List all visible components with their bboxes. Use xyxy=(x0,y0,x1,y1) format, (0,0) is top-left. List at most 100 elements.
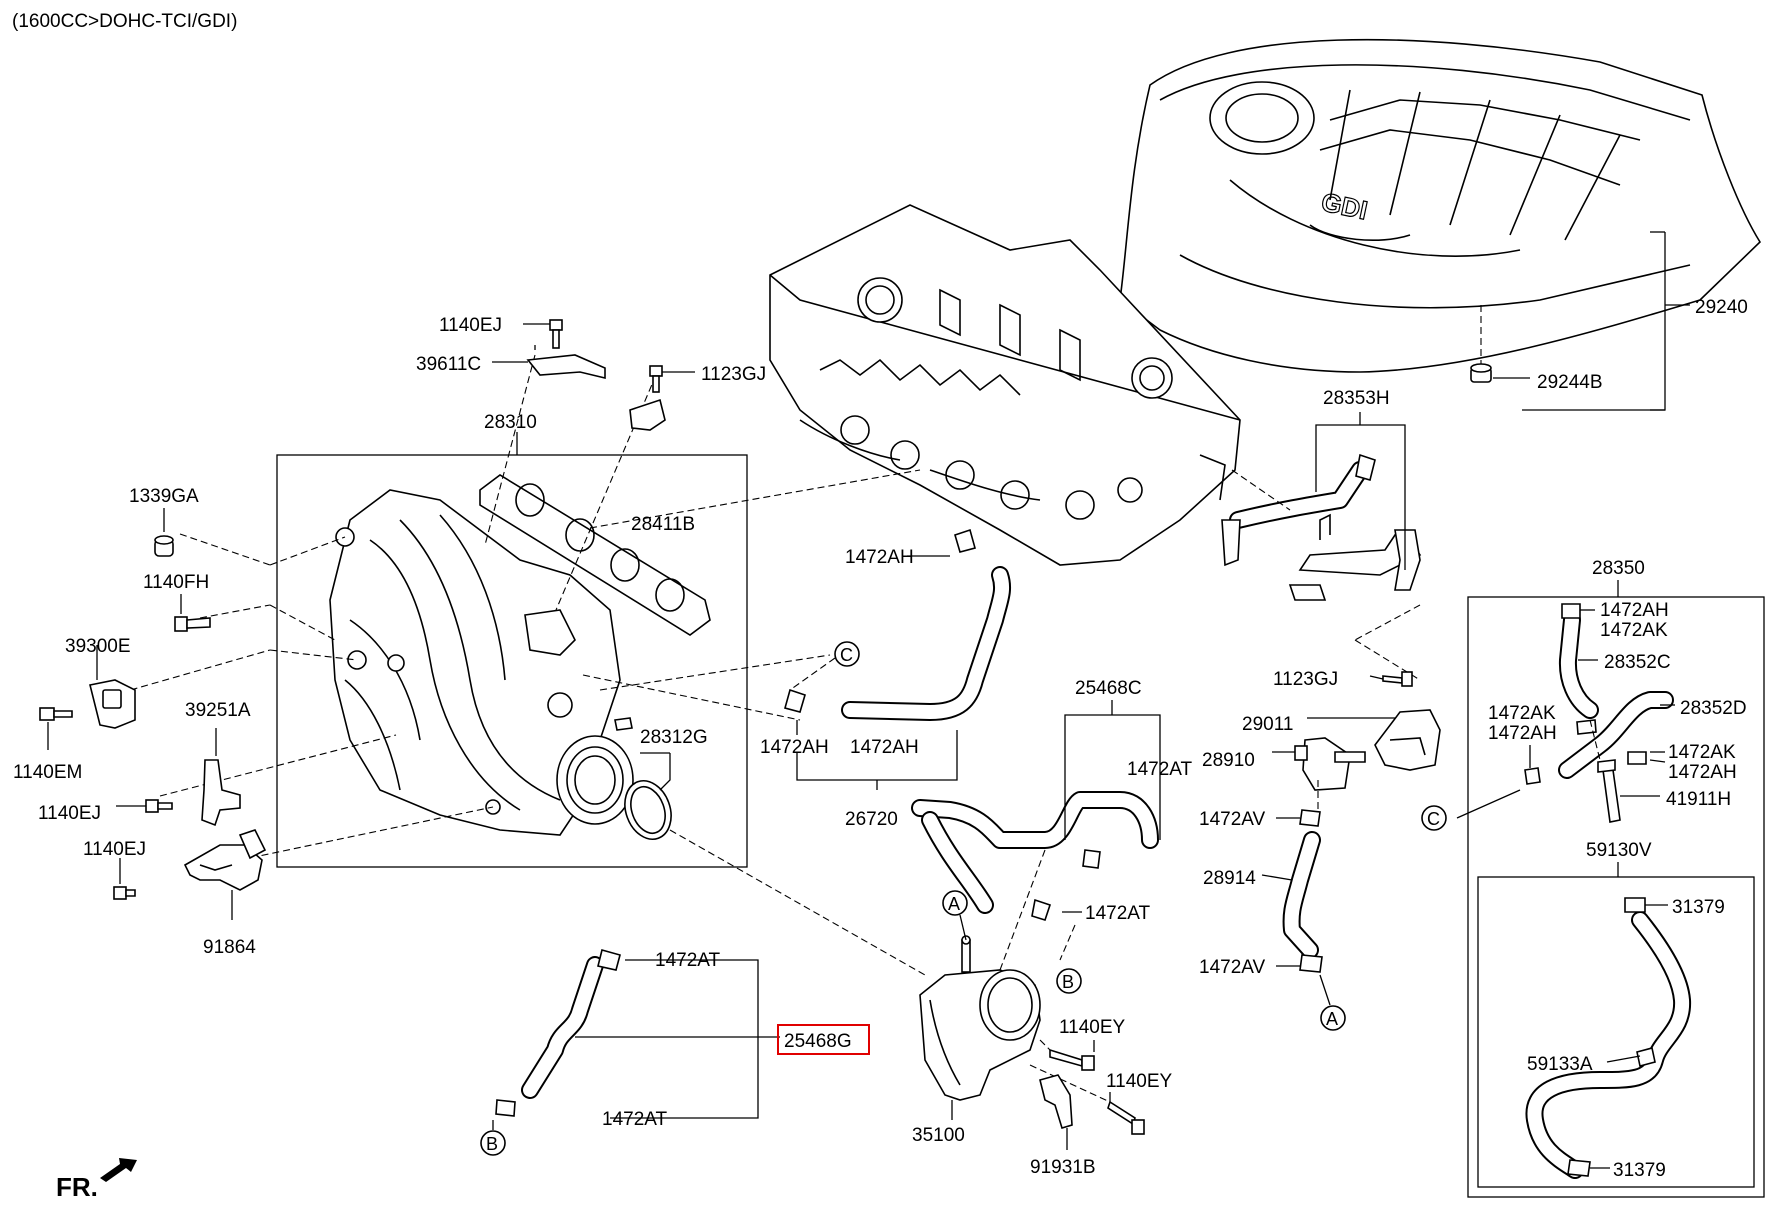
label-25468C: 25468C xyxy=(1075,678,1142,699)
label-29244B: 29244B xyxy=(1537,372,1603,393)
label-1472AT-g-top: 1472AT xyxy=(655,950,721,971)
valve-28910 xyxy=(1294,737,1366,791)
hose-59133A xyxy=(1525,897,1692,1179)
svg-text:A: A xyxy=(1326,1009,1338,1029)
gasket-28312G xyxy=(624,780,672,840)
label-35100: 35100 xyxy=(912,1125,965,1146)
label-26720: 26720 xyxy=(845,809,898,830)
label-29011: 29011 xyxy=(1242,714,1293,735)
label-1472AK-box1: 1472AK xyxy=(1600,620,1668,641)
cylinder-head xyxy=(769,204,1241,566)
label-1140EY-1: 1140EY xyxy=(1059,1017,1126,1038)
label-39251A: 39251A xyxy=(185,700,251,721)
callout-A-top: A xyxy=(942,890,968,916)
svg-text:B: B xyxy=(486,1134,498,1154)
front-marker: FR. xyxy=(56,1158,137,1202)
hose-25468G xyxy=(495,949,621,1117)
label-59130V: 59130V xyxy=(1586,840,1652,861)
bolt-1140EY-2 xyxy=(1107,1100,1145,1135)
label-1472AH-box3: 1472AH xyxy=(1668,762,1737,783)
bracket-29011 xyxy=(1374,709,1441,771)
label-28310: 28310 xyxy=(484,412,537,433)
bracket-91931B xyxy=(1039,1074,1073,1129)
label-1140EM: 1140EM xyxy=(13,762,82,783)
hose-28352C xyxy=(1558,603,1599,719)
bracket-91864 xyxy=(183,829,267,891)
label-1472AK-box3: 1472AK xyxy=(1668,742,1736,763)
label-31379-bot: 31379 xyxy=(1613,1160,1666,1181)
label-1472AH-right: 1472AH xyxy=(850,737,919,758)
bolt-1123GJ-mid xyxy=(1382,671,1413,687)
svg-text:B: B xyxy=(1062,972,1074,992)
label-31379-top: 31379 xyxy=(1672,897,1725,918)
intake-manifold-28310 xyxy=(329,489,634,836)
label-1472AH-box1: 1472AH xyxy=(1600,600,1669,621)
hose-28914 xyxy=(1282,809,1323,973)
bracket-39251A xyxy=(201,759,241,827)
bolt-1140EM xyxy=(39,707,73,721)
bolt-1140EJ-top xyxy=(549,319,563,349)
label-91864: 91864 xyxy=(203,937,256,958)
label-1472AH-box2: 1472AH xyxy=(1488,723,1557,744)
label-39611C: 39611C xyxy=(416,354,481,375)
label-1339GA: 1339GA xyxy=(129,486,199,507)
label-1472AT-right: 1472AT xyxy=(1127,759,1193,780)
throttle-body-35100 xyxy=(919,935,1041,1101)
callout-B-right: B xyxy=(1056,968,1082,994)
label-28350: 28350 xyxy=(1592,558,1645,579)
label-28914: 28914 xyxy=(1203,868,1256,889)
highlight-25468G xyxy=(777,1024,870,1055)
callout-A-bottom: A xyxy=(1320,1005,1346,1031)
label-1123GJ-mid: 1123GJ xyxy=(1273,669,1338,690)
callout-C-right: C xyxy=(1421,805,1447,831)
label-29240: 29240 xyxy=(1695,297,1748,318)
label-91931B: 91931B xyxy=(1030,1157,1096,1178)
label-1140FH: 1140FH xyxy=(143,572,209,593)
label-1123GJ-top: 1123GJ xyxy=(701,364,766,385)
bracket-39611C xyxy=(526,354,606,380)
label-28411B: 28411B xyxy=(631,514,695,535)
label-1472AK-box2: 1472AK xyxy=(1488,703,1556,724)
label-1472AT-g-bot: 1472AT xyxy=(602,1109,668,1130)
svg-text:A: A xyxy=(948,894,960,914)
callout-C-left: C xyxy=(834,641,860,667)
label-1140EJ-low: 1140EJ xyxy=(83,839,146,860)
engine-cover-29240: GDI xyxy=(1119,38,1762,373)
box-59130V xyxy=(1477,876,1755,1188)
bolt-1140EJ-mid xyxy=(145,799,173,813)
label-1472AV-bot: 1472AV xyxy=(1199,957,1266,978)
label-25468G: 25468G xyxy=(784,1031,852,1052)
label-59133A: 59133A xyxy=(1527,1054,1593,1075)
label-1472AH-top: 1472AH xyxy=(845,547,914,568)
clip-1123GJ xyxy=(629,398,666,431)
label-1472AV-top: 1472AV xyxy=(1199,809,1266,830)
svg-text:FR.: FR. xyxy=(56,1172,98,1202)
pipe-41911H xyxy=(1597,759,1621,823)
box-28350 xyxy=(1467,596,1765,1198)
label-1140EJ-top: 1140EJ xyxy=(439,315,502,336)
label-41911H: 41911H xyxy=(1666,789,1731,810)
bolt-1123GJ-top xyxy=(649,365,663,393)
bolt-1140EY-1 xyxy=(1049,1048,1095,1071)
label-1472AT-lower: 1472AT xyxy=(1085,903,1151,924)
clamp-1472AH-box2 xyxy=(1524,767,1541,785)
manifold-box xyxy=(276,454,748,868)
label-39300E: 39300E xyxy=(65,636,131,657)
label-1140EY-2: 1140EY xyxy=(1106,1071,1173,1092)
bracket-28353H xyxy=(1221,453,1422,601)
label-28312G: 28312G xyxy=(640,727,708,748)
hose-26720 xyxy=(784,528,1012,721)
label-1472AH-left: 1472AH xyxy=(760,737,829,758)
svg-text:C: C xyxy=(840,645,853,665)
callout-B-bottom: B xyxy=(480,1130,506,1156)
label-1140EJ-mid: 1140EJ xyxy=(38,803,101,824)
nut-1339GA xyxy=(154,535,174,557)
diagram-header: (1600CC>DOHC-TCI/GDI) xyxy=(12,11,237,32)
grommet-29244B xyxy=(1470,305,1492,383)
label-28353H: 28353H xyxy=(1323,388,1390,409)
bolt-1140FH xyxy=(174,616,211,632)
svg-text:C: C xyxy=(1427,809,1440,829)
sensor-39300E xyxy=(89,679,136,729)
label-28352C: 28352C xyxy=(1604,652,1671,673)
bolt-1140EJ-low xyxy=(113,886,136,900)
